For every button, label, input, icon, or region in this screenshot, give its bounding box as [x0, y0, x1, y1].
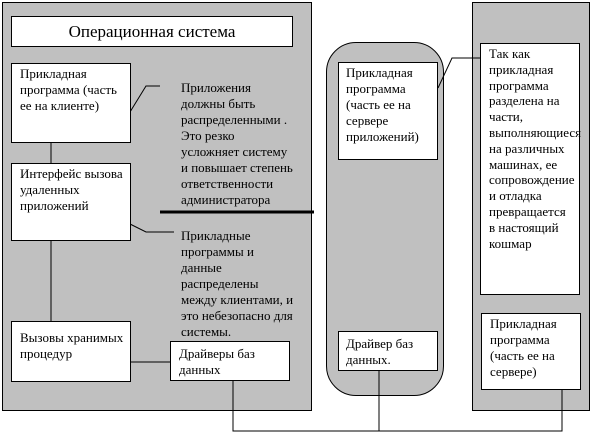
- middle-db-driver-box: Драйвер баз данных.: [338, 331, 438, 371]
- network-line: [232, 381, 563, 432]
- rpc-interface-box: Интерфейс вызова удаленных приложений: [11, 163, 131, 241]
- right-server-app-box: Прикладная программа (часть ее на сервер…: [481, 313, 581, 390]
- os-title: Операционная система: [11, 16, 293, 47]
- client-app-box: Прикладная программа (часть ее на клиент…: [11, 63, 131, 143]
- data-note: Прикладные программы и данные распределе…: [181, 228, 294, 339]
- distributed-note: Приложения должны быть распределенными .…: [181, 80, 293, 207]
- nightmare-note-box: Так как прикладная программа разделена н…: [480, 43, 581, 295]
- db-drivers-box: Драйверы баз данных: [170, 341, 290, 381]
- pointer-distributed-note: [129, 85, 160, 113]
- stored-procedures-box: Вызовы хранимых процедур: [11, 321, 131, 382]
- server-app-box: Прикладная программа (часть ее на сервер…: [338, 62, 438, 160]
- pointer-nightmare-note: [437, 57, 480, 89]
- pointer-data-note: [129, 223, 174, 233]
